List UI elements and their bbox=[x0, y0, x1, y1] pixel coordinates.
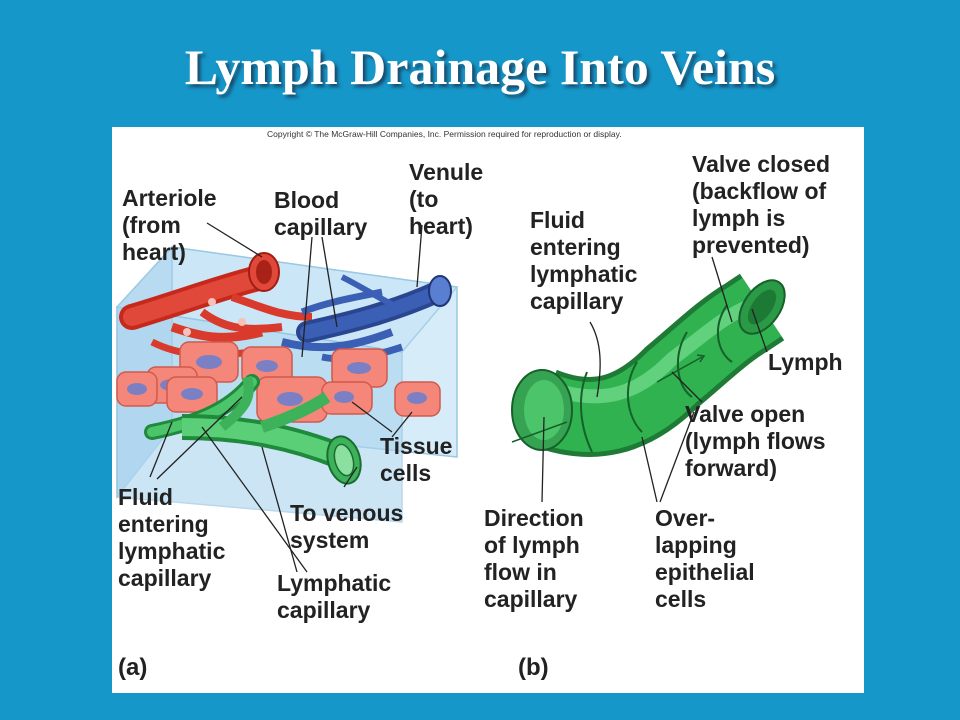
lymphatic-capillary-b bbox=[511, 273, 786, 457]
label-tissue-cells: Tissue cells bbox=[380, 433, 453, 486]
label-venule: Venule (to heart) bbox=[409, 159, 484, 239]
label-overlapping-cells: Over- lapping epithelial cells bbox=[655, 505, 755, 612]
label-arteriole: Arteriole (from heart) bbox=[122, 185, 217, 265]
label-direction-of-flow: Direction of lymph flow in capillary bbox=[484, 505, 584, 612]
copyright-notice: Copyright © The McGraw-Hill Companies, I… bbox=[267, 129, 622, 139]
venule-network bbox=[281, 274, 452, 363]
slide-title: Lymph Drainage Into Veins bbox=[184, 39, 776, 95]
label-blood-capillary: Blood capillary bbox=[274, 187, 368, 240]
diagram-figure: Copyright © The McGraw-Hill Companies, I… bbox=[112, 127, 864, 693]
panel-tag-a: (a) bbox=[118, 654, 148, 681]
arteriole-network bbox=[119, 252, 313, 359]
label-valve-open: Valve open (lymph flows forward) bbox=[685, 401, 826, 481]
label-fluid-entering-a: Fluid entering lymphatic capillary bbox=[118, 484, 226, 591]
leader-lines-b bbox=[541, 256, 768, 503]
leader-lines-a bbox=[149, 222, 423, 573]
label-lymphatic-capillary: Lymphatic capillary bbox=[277, 570, 392, 623]
label-lymph: Lymph bbox=[768, 349, 843, 375]
diagram-artwork bbox=[115, 222, 786, 573]
label-fluid-entering-b: Fluid entering lymphatic capillary bbox=[530, 207, 638, 314]
label-to-venous-system: To venous system bbox=[290, 500, 404, 553]
label-valve-closed: Valve closed (backflow of lymph is preve… bbox=[692, 151, 831, 258]
panel-tag-b: (b) bbox=[518, 654, 549, 681]
